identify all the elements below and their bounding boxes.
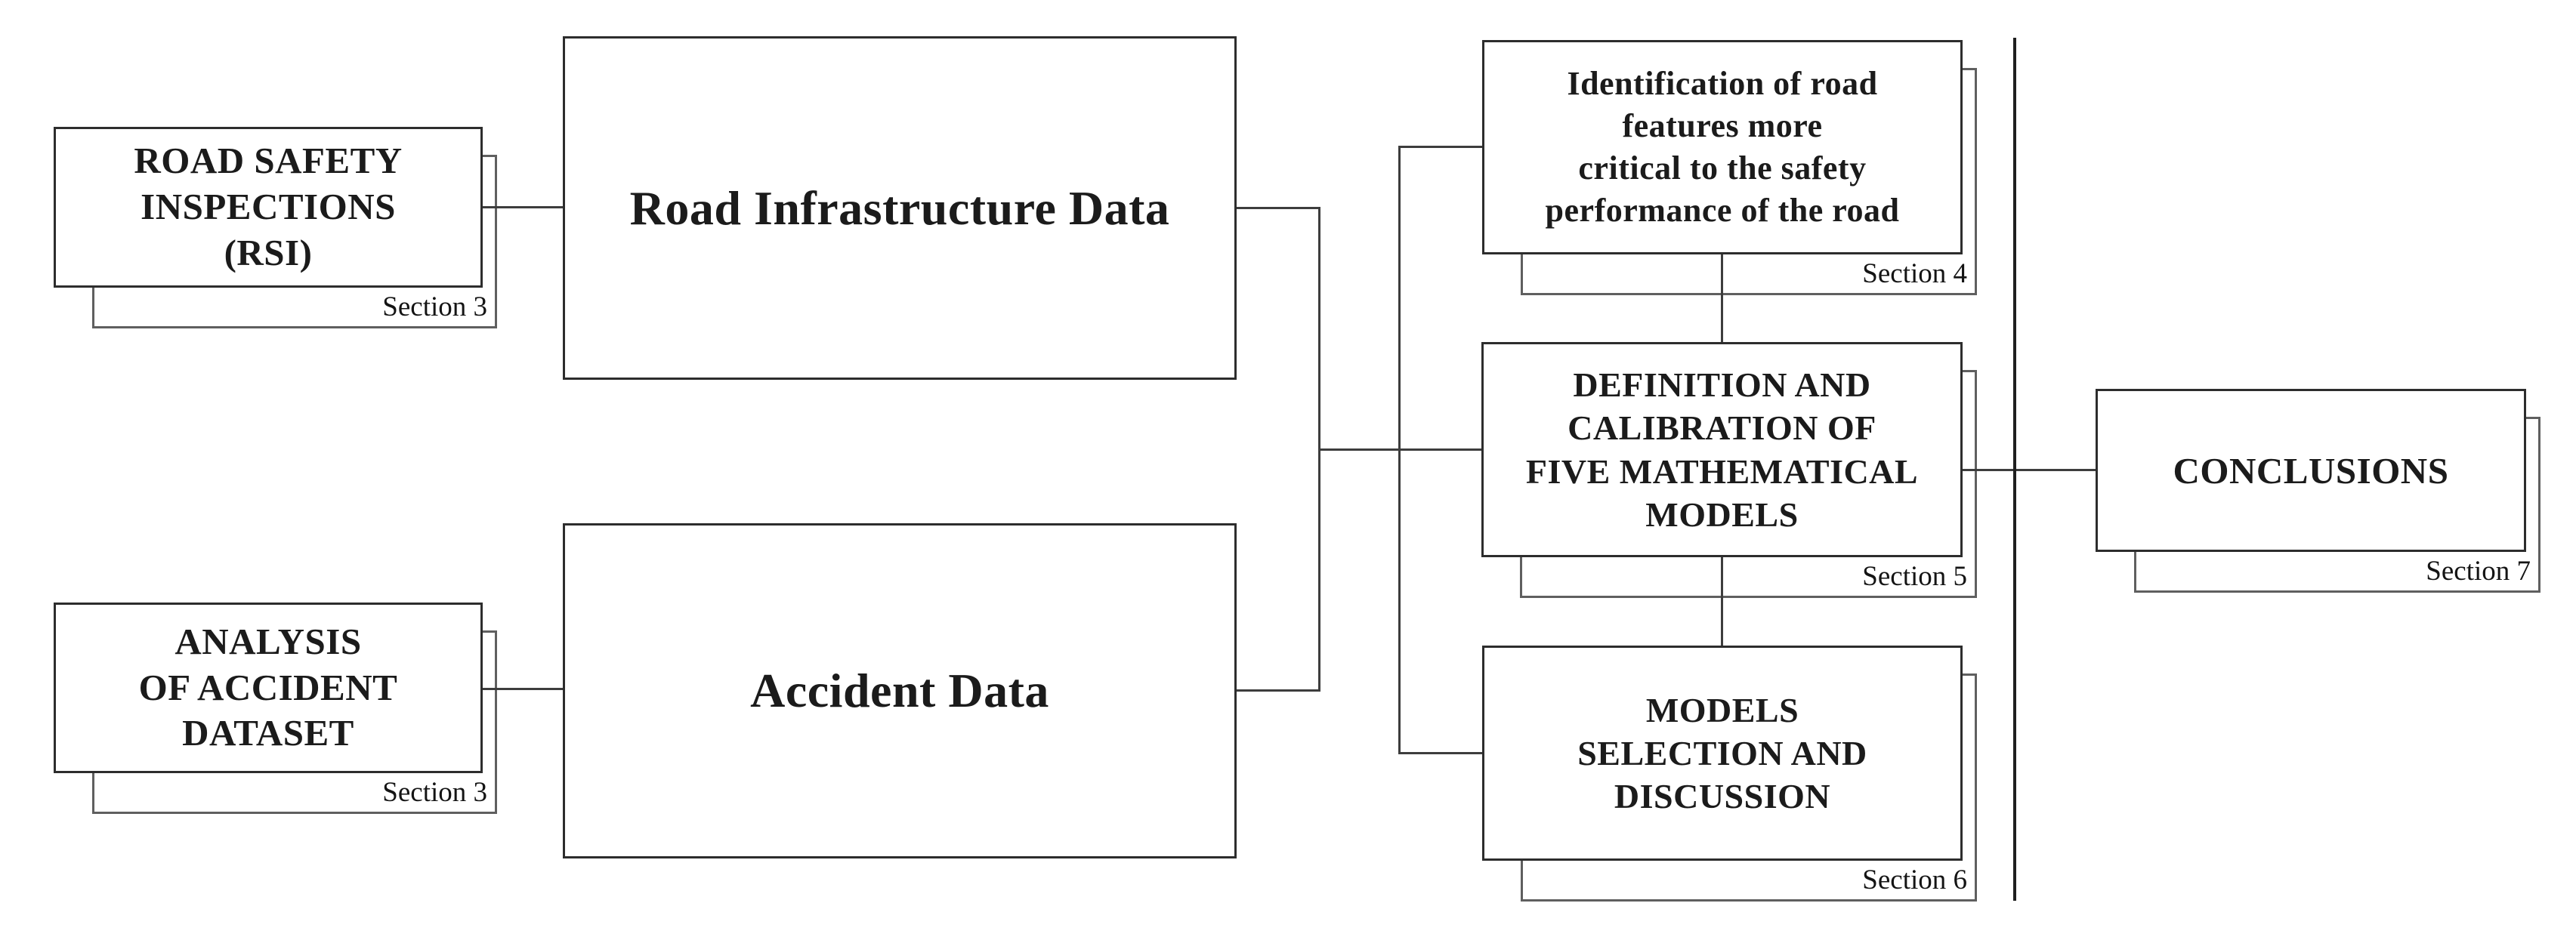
connector-identification-to-definition xyxy=(1721,254,1723,342)
connector-accident-data-to-trunk xyxy=(1237,689,1320,692)
node-label: Road Infrastructure Data xyxy=(629,180,1170,235)
section-label: Section 4 xyxy=(1862,258,1967,289)
node-models-selection-and-discussion: MODELS SELECTION AND DISCUSSION xyxy=(1482,646,1963,861)
section-label: Section 5 xyxy=(1862,561,1967,592)
node-definition-and-calibration: DEFINITION AND CALIBRATION OF FIVE MATHE… xyxy=(1481,342,1963,557)
node-road-infrastructure-data: Road Infrastructure Data xyxy=(563,36,1237,380)
section-label: Section 6 xyxy=(1862,865,1967,895)
node-road-safety-inspections: ROAD SAFETY INSPECTIONS (RSI) xyxy=(54,127,483,288)
node-label: MODELS SELECTION AND DISCUSSION xyxy=(1577,690,1867,816)
connector-rsi-to-road-infrastructure-data xyxy=(483,206,564,208)
node-label: ANALYSIS OF ACCIDENT DATASET xyxy=(138,620,398,754)
node-conclusions: CONCLUSIONS xyxy=(2096,389,2526,552)
section-label: Section 3 xyxy=(382,777,487,808)
node-label: CONCLUSIONS xyxy=(2173,449,2449,492)
phase-divider-line xyxy=(2013,38,2016,901)
node-label: Accident Data xyxy=(750,664,1049,717)
connector-branch-to-identification xyxy=(1398,146,1482,148)
connector-definition-to-conclusions xyxy=(1963,469,2096,471)
node-accident-data: Accident Data xyxy=(563,523,1237,858)
node-label: DEFINITION AND CALIBRATION OF FIVE MATHE… xyxy=(1525,365,1919,534)
connector-definition-to-models-selection xyxy=(1721,557,1723,646)
node-analysis-of-accident-dataset: ANALYSIS OF ACCIDENT DATASET xyxy=(54,603,483,773)
connector-road-infrastructure-data-to-trunk xyxy=(1237,207,1320,209)
node-label: ROAD SAFETY INSPECTIONS (RSI) xyxy=(134,140,403,273)
connector-branch-to-models-selection xyxy=(1398,752,1482,754)
node-label: Identification of road features more cri… xyxy=(1545,65,1900,229)
connector-trunk-to-definition xyxy=(1318,448,1483,451)
node-identification-of-road-features: Identification of road features more cri… xyxy=(1482,40,1963,254)
section-label: Section 3 xyxy=(382,291,487,322)
connector-branch-vertical xyxy=(1398,146,1401,754)
connector-analysis-to-accident-data xyxy=(483,688,564,690)
section-label: Section 7 xyxy=(2426,556,2531,587)
